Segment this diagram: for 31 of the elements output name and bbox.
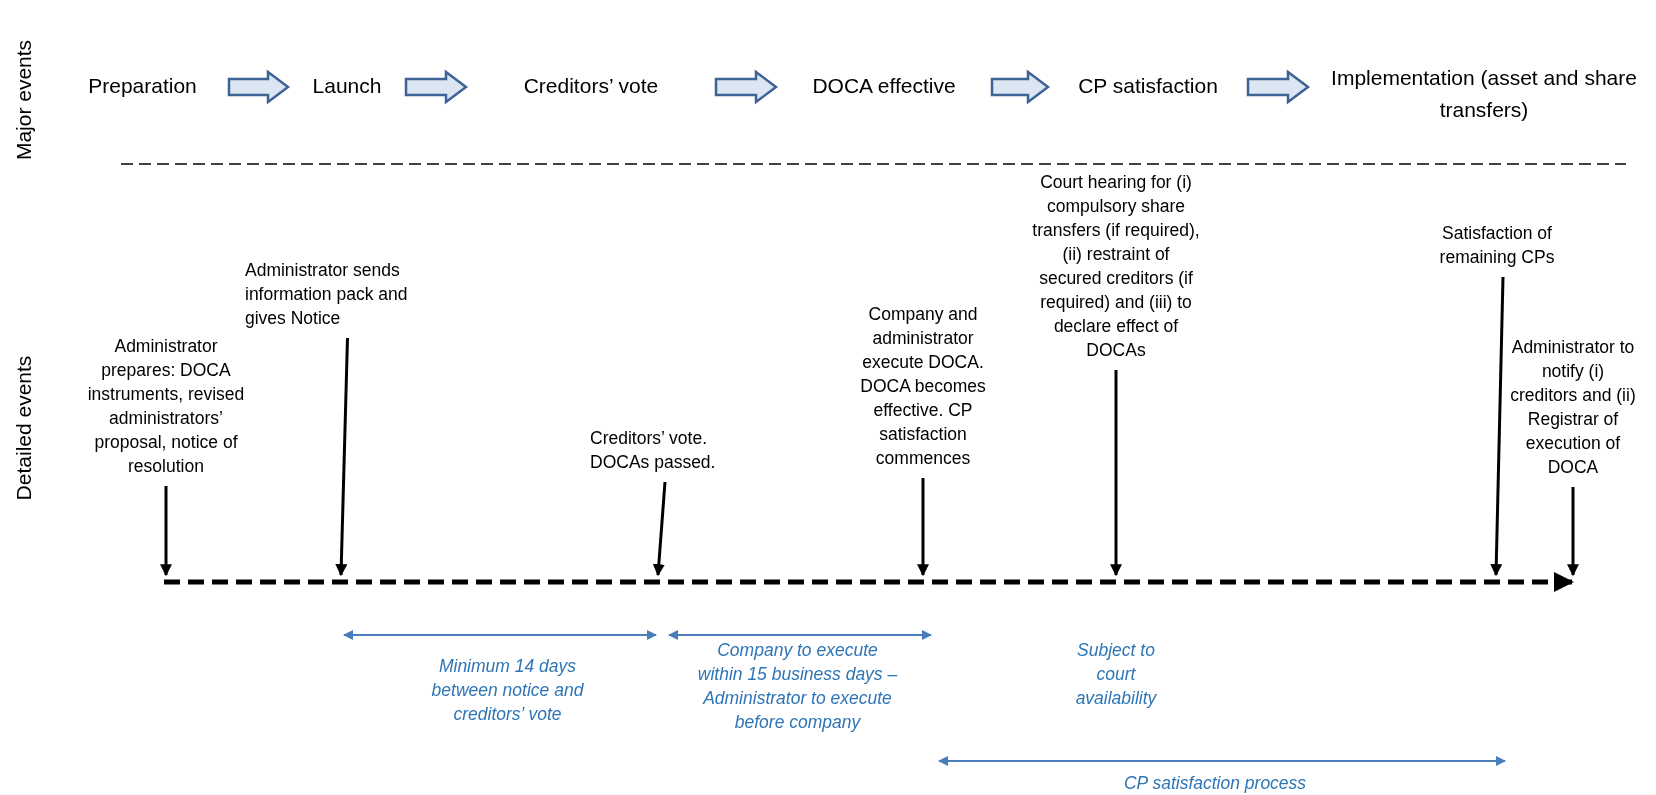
event-description: Company and administrator execute DOCA. DOCA becomes effective. CP satisfaction commences [859,303,987,470]
major-event-label: Implementation (asset and share transfers) [1330,65,1638,123]
pointer-arrow [652,481,667,577]
major-event-label: Preparation [87,73,198,99]
duration-note: Company to execute within 15 business days – Administrator to execute before company [696,639,899,734]
event-description: Administrator to notify (i) creditors and (ii) Registrar of execution of DOCA [1509,336,1637,479]
block-arrow [990,69,1051,105]
event-description: Court hearing for (i) compulsory share transfers (if required), (ii) restraint of secured creditors (if required) and (iii) to declare effect of DOCAs [1031,171,1201,362]
major-event-label: Launch [311,73,383,99]
row-heading: Major events [12,39,36,161]
pointer-arrow [917,478,929,577]
block-arrow [714,69,779,105]
pointer-arrow [335,337,349,577]
event-description: Creditors’ vote. DOCAs passed. [590,427,717,474]
major-event-label: CP satisfaction [1077,73,1219,99]
duration-note: CP satisfaction process [1122,772,1308,795]
block-arrow [227,69,291,105]
major-event-label: DOCA effective [811,73,957,99]
duration-note: Minimum 14 days between notice and creditors’ vote [430,655,585,726]
event-description: Satisfaction of remaining CPs [1438,222,1556,269]
pointer-arrow [1490,276,1505,577]
block-arrow [1246,69,1311,105]
block-arrow [404,69,469,105]
pointer-arrow [160,486,172,577]
pointer-arrow [1567,487,1579,577]
major-event-label: Creditors’ vote [522,73,660,99]
event-description: Administrator prepares: DOCA instruments, revised administrators’ proposal, notice of resolution [86,335,246,478]
duration-note: Subject to court availability [1074,639,1158,710]
event-description: Administrator sends information pack and gives Notice [245,259,409,330]
pointer-arrow [1110,370,1122,577]
row-heading: Detailed events [12,355,36,501]
